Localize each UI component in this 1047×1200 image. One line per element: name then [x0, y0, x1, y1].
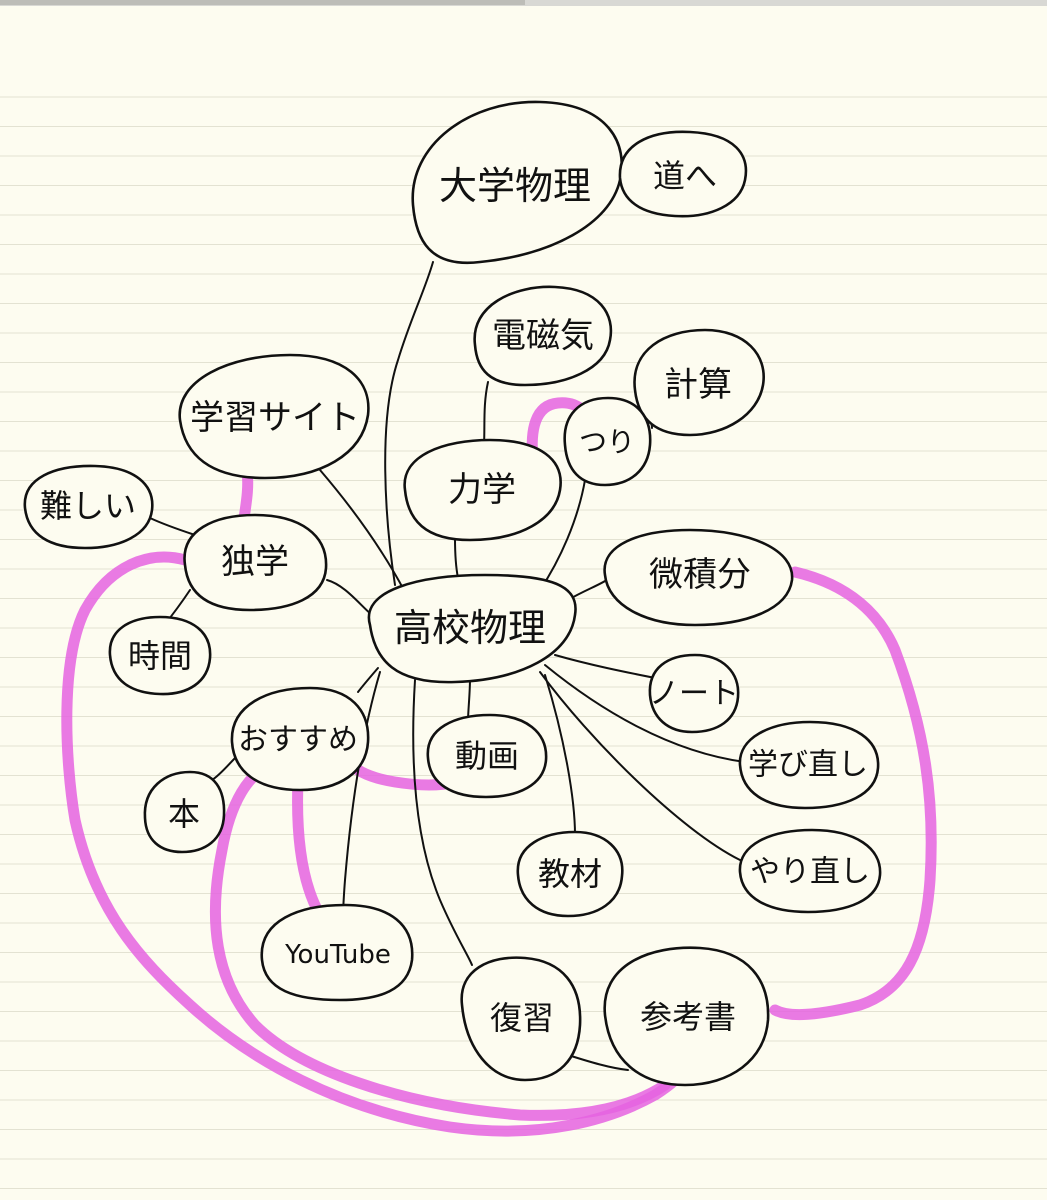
node-book-label: 本: [168, 795, 200, 833]
highlight-recommend-loop: [209, 759, 671, 1121]
link-center-university-physics: [384, 261, 434, 586]
node-university-physics-label: 大学物理: [439, 164, 591, 208]
node-calculation-label: 計算: [664, 365, 732, 405]
link-center-calculus: [567, 577, 611, 601]
link-center-recommend: [357, 667, 379, 693]
link-center-material: [544, 674, 576, 836]
node-difficult: 難しい: [23, 464, 154, 550]
node-reference-book: 参考書: [603, 946, 770, 1087]
node-material-label: 教材: [538, 855, 602, 893]
node-note: ノート: [648, 653, 740, 734]
link-recommend-book: [211, 754, 239, 781]
node-difficult-label: 難しい: [40, 487, 136, 525]
link-center-note: [554, 654, 656, 679]
node-review-label: 復習: [490, 999, 554, 1037]
node-recommend-label: おすすめ: [238, 723, 358, 758]
node-youtube-label: YouTube: [284, 940, 391, 970]
node-calculation: 計算: [633, 328, 765, 437]
node-study-site-label: 学習サイト: [190, 398, 360, 438]
node-self-study: 独学: [183, 513, 328, 612]
node-redo-label: やり直し: [750, 855, 870, 890]
node-video: 動画: [426, 713, 548, 799]
node-book: 本: [143, 770, 226, 854]
nodes: 高校物理 大学物理 道へ 電磁気 計算 つり: [23, 100, 882, 1087]
link-center-study-site: [319, 469, 406, 593]
link-self-study-difficult: [149, 517, 196, 536]
node-calculus: 微積分: [603, 528, 794, 627]
node-calculus-label: 微積分: [649, 555, 751, 595]
node-relearn: 学び直し: [738, 720, 880, 810]
node-time: 時間: [108, 615, 212, 696]
node-recommend: おすすめ: [230, 686, 370, 792]
link-center-review: [412, 679, 473, 966]
node-redo: やり直し: [738, 828, 882, 914]
link-center-redo: [539, 671, 741, 861]
link-mechanics-electromagnetism: [483, 381, 489, 446]
node-electromagnetism: 電磁気: [473, 285, 613, 387]
node-relearn-label: 学び直し: [748, 748, 868, 783]
node-youtube: YouTube: [260, 903, 414, 1002]
highlight-self-study-loop: [61, 551, 686, 1137]
node-reference-book-label: 参考書: [640, 998, 736, 1036]
node-time-label: 時間: [128, 637, 192, 675]
node-note-label: ノート: [649, 677, 739, 712]
link-self-study-center: [326, 579, 373, 616]
node-study-site: 学習サイト: [178, 353, 370, 480]
window-tab-strip: [0, 0, 525, 5]
node-material: 教材: [516, 830, 624, 918]
node-center: 高校物理: [367, 573, 577, 684]
node-mechanics-label: 力学: [448, 470, 516, 510]
node-mechanics: 力学: [403, 438, 562, 542]
link-center-relearn: [544, 664, 746, 763]
highlight-recommend-to-youtube: [292, 774, 326, 921]
link-review-reference-book: [567, 1054, 629, 1071]
node-goal-label: 道へ: [653, 157, 717, 195]
link-center-mechanics: [454, 537, 459, 579]
node-video-label: 動画: [455, 737, 519, 775]
node-review: 復習: [460, 956, 582, 1082]
highlight-calculus-to-reference-book: [769, 566, 937, 1021]
node-self-study-label: 独学: [221, 542, 289, 582]
node-tsuri-label: つり: [579, 426, 635, 459]
node-electromagnetism-label: 電磁気: [492, 316, 594, 356]
window-top-bar: [0, 0, 1047, 6]
node-center-label: 高校物理: [394, 606, 546, 650]
node-university-physics: 大学物理: [411, 100, 624, 265]
node-goal: 道へ: [618, 130, 748, 218]
node-tsuri: つり: [563, 396, 652, 487]
